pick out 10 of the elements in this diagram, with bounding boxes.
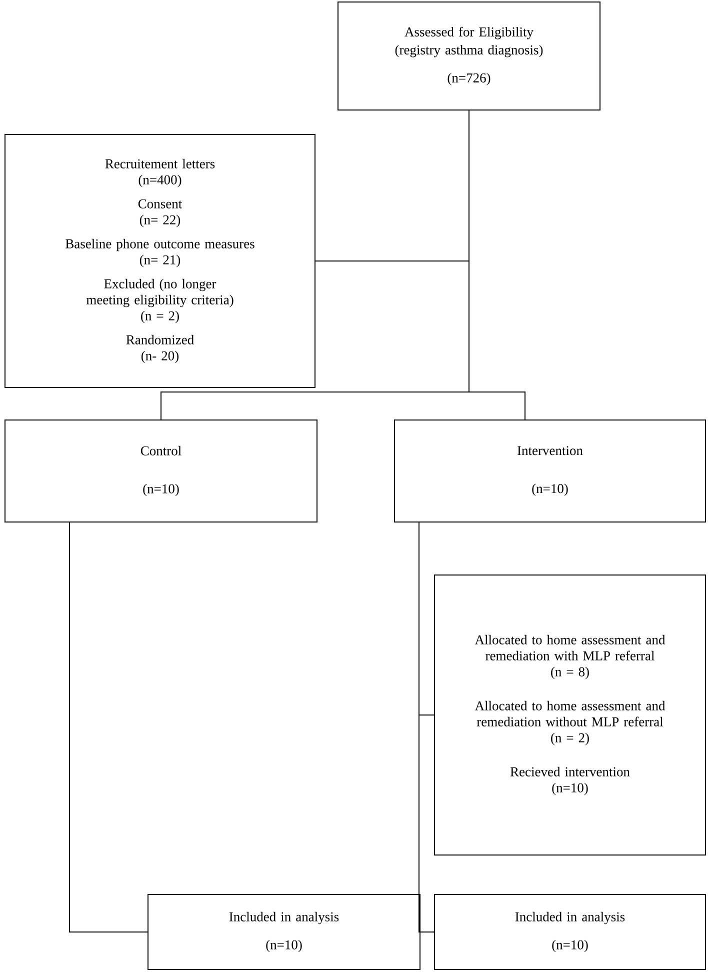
flow-box: Recruitement letters (n=400) Consent (n= 22) Baseline phone outcome measures (n= 21) Excluded (no longer meeting eligibility criteria) (n = 2) Randomized (n- 20) — [4, 134, 316, 388]
flow-box: Allocated to home assessment and remediation with MLP referral (n = 8) Allocated to home assessment and remediation without MLP referral (n = 2) Recieved intervention (n=10) — [434, 574, 706, 856]
connector-line — [418, 522, 434, 932]
flow-box: Assessed for Eligibility (registry asthma diagnosis) (n=726) — [338, 2, 600, 110]
flow-box: Intervention (n=10) — [394, 420, 706, 522]
flow-box: Included in analysis (n=10) — [148, 894, 420, 970]
connector-line — [468, 110, 526, 420]
connector-line — [69, 522, 148, 932]
flow-box: Included in analysis (n=10) — [434, 894, 706, 970]
flow-box: Control (n=10) — [4, 420, 318, 522]
